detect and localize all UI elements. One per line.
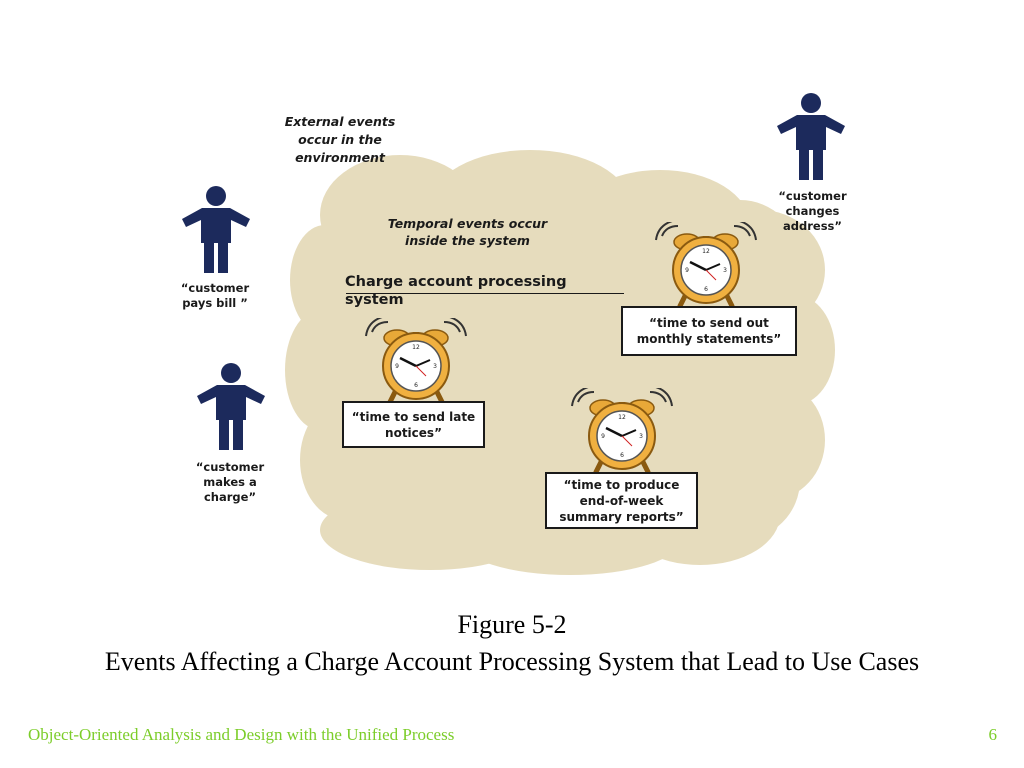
svg-text:9: 9 [685,267,689,274]
svg-text:6: 6 [414,382,418,389]
figure-title: Events Affecting a Charge Account Proces… [104,647,920,676]
temporal-event-monthly-statements: “time to send out monthly statements” [621,306,797,356]
external-events-label: External events occur in the environment [284,114,396,165]
person-icon [182,186,250,273]
alarm-clock-icon: 12 3 6 9 [655,222,757,308]
temporal-events-label: Temporal events occur inside the system [387,216,548,248]
svg-text:6: 6 [620,452,624,459]
svg-text:6: 6 [704,286,708,293]
person-icon [197,363,265,450]
temporal-event-label: “time to send late notices” [351,409,476,440]
svg-text:9: 9 [601,433,605,440]
temporal-event-weekly-reports: “time to produce end-of-week summary rep… [545,472,698,529]
actor-label-pays-bill: “customer pays bill ” [180,281,250,310]
alarm-clock-icon: 12 3 6 9 [571,388,673,474]
system-title-underline [346,293,624,294]
system-title: Charge account processing system [345,274,567,308]
temporal-event-label: “time to send out monthly statements” [636,316,782,346]
person-icon [777,93,845,180]
svg-text:12: 12 [412,344,420,351]
svg-text:3: 3 [433,363,437,370]
svg-text:9: 9 [395,363,399,370]
figure-number: Figure 5-2 [457,610,567,639]
svg-text:12: 12 [618,414,626,421]
alarm-clock-icon: 12 3 6 9 [365,318,467,404]
temporal-event-label: “time to produce end-of-week summary rep… [559,477,684,524]
svg-text:12: 12 [702,248,710,255]
actor-label-changes-address: “customer changes address” [778,189,847,233]
actor-label-makes-charge: “customer makes a charge” [195,460,265,504]
svg-text:3: 3 [639,433,643,440]
temporal-event-late-notices: “time to send late notices” [342,401,485,448]
page-number: 6 [988,725,998,744]
svg-text:3: 3 [723,267,727,274]
footer-book-title: Object-Oriented Analysis and Design with… [28,725,455,744]
